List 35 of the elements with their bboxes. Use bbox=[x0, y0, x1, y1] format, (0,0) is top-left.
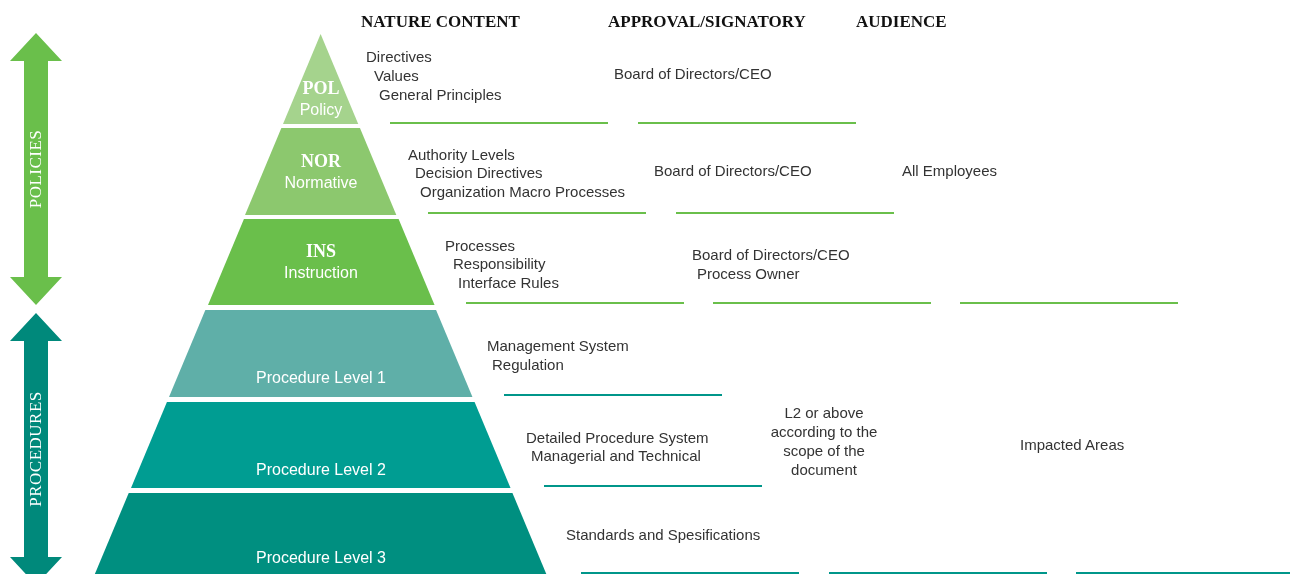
item-text: Standards and Spesifications bbox=[566, 525, 761, 544]
item-text: Impacted Areas bbox=[1020, 435, 1125, 454]
column-heading: AUDIENCE bbox=[856, 12, 947, 31]
item-text: Organization Macro Processes bbox=[420, 182, 626, 201]
item-text: Board of Directors/CEO bbox=[654, 161, 812, 180]
item-text: Regulation bbox=[492, 355, 564, 374]
tier-code: INS bbox=[306, 241, 336, 262]
item-text: General Principles bbox=[379, 85, 502, 104]
tier-name: Procedure Level 1 bbox=[256, 368, 386, 388]
item-text: Decision Directives bbox=[415, 163, 543, 182]
tier-name: Instruction bbox=[284, 263, 358, 283]
item-text: Detailed Procedure System bbox=[526, 428, 709, 447]
tier-code: POL bbox=[302, 78, 340, 99]
column-heading: NATURE CONTENT bbox=[361, 12, 520, 31]
item-text: All Employees bbox=[902, 161, 998, 180]
item-text: Management System bbox=[487, 336, 629, 355]
item-text: Process Owner bbox=[697, 264, 800, 283]
tier-name: Normative bbox=[284, 172, 358, 193]
tier-name: Policy bbox=[299, 100, 343, 120]
tier-name: Procedure Level 3 bbox=[256, 548, 386, 568]
item-text: L2 or above according to the scope of the document bbox=[769, 403, 879, 479]
item-text: Interface Rules bbox=[458, 273, 559, 292]
item-text: Responsibility bbox=[453, 254, 546, 273]
item-text: Managerial and Technical bbox=[531, 446, 701, 465]
item-text: Board of Directors/CEO bbox=[614, 64, 772, 83]
column-heading: APPROVAL/SIGNATORY bbox=[608, 12, 806, 31]
item-text: Directives bbox=[366, 47, 432, 66]
item-text: Values bbox=[374, 66, 419, 85]
group-label: POLICIES bbox=[26, 129, 46, 209]
tier-name: Procedure Level 2 bbox=[256, 460, 386, 480]
item-text: Authority Levels bbox=[408, 145, 515, 164]
item-text: Board of Directors/CEO bbox=[692, 245, 850, 264]
tier-code: NOR bbox=[301, 150, 341, 172]
group-label: PROCEDURES bbox=[26, 391, 46, 507]
item-text: Processes bbox=[445, 236, 516, 255]
